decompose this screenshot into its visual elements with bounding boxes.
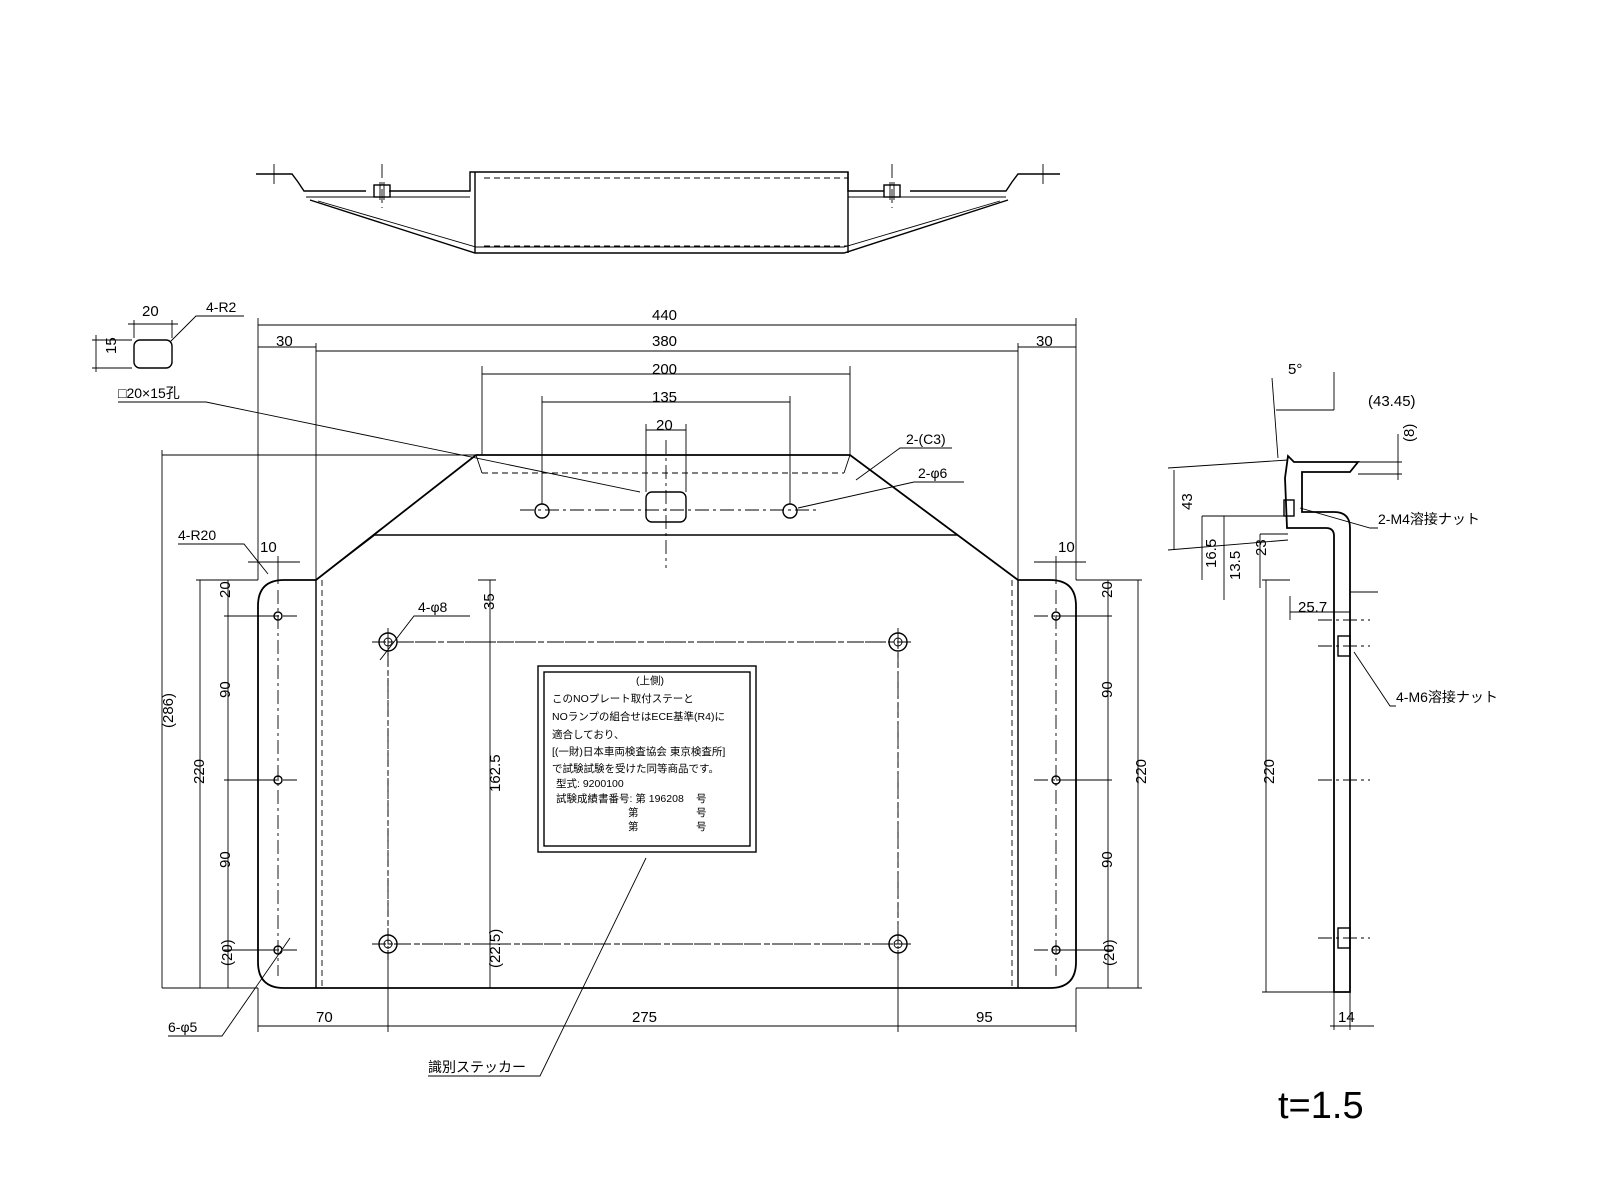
sticker-line-0: (上側)	[636, 674, 664, 687]
dim-hole-pitch: 135	[652, 389, 677, 406]
thickness-label: t=1.5	[1278, 1085, 1364, 1127]
dim-35: 35	[481, 593, 498, 610]
sticker-line-9a: 第	[628, 820, 639, 833]
dim-bottom-95: 95	[976, 1009, 993, 1026]
dim-flange-right: 10	[1058, 539, 1075, 556]
side-d8: (8)	[1401, 424, 1418, 442]
dim-bottom-275: 275	[632, 1009, 657, 1026]
dim-left-20: 20	[217, 581, 234, 598]
slot-detail: 20 15 4-R2 □20×15孔	[92, 299, 641, 493]
sticker-line-7a: 試験成績書番号: 第 196208	[556, 792, 684, 805]
sticker-line-1: このNOプレート取付ステーと	[552, 692, 694, 705]
side-view: 5° (43.45) (8) 43 16.5 13.5 23 2-M4溶接ナット…	[1167, 361, 1498, 1030]
dim-22: (22.5)	[487, 929, 504, 968]
top-view	[256, 164, 1060, 254]
dim-side-right: 30	[1036, 333, 1053, 350]
slot-hole-label: □20×15孔	[118, 385, 180, 401]
side-d165: 16.5	[1203, 539, 1220, 568]
sticker-line-5: で試験試験を受けた同等商品です。	[552, 762, 719, 775]
detail-width: 20	[142, 303, 159, 320]
sticker-line-6: 型式: 9200100	[556, 777, 624, 790]
phi6-label: 2-φ6	[918, 465, 948, 481]
sticker-line-8a: 第	[628, 806, 639, 819]
detail-radius: 4-R2	[206, 299, 237, 315]
sticker-callout-label: 識別ステッカー	[428, 1059, 526, 1075]
dim-bottom-70: 70	[316, 1009, 333, 1026]
dim-side-left: 30	[276, 333, 293, 350]
sticker-line-8b: 号	[696, 807, 707, 819]
dim-left-90b: 90	[217, 851, 234, 868]
dim-center-width: 380	[652, 333, 677, 350]
side-d14: 14	[1338, 1009, 1355, 1026]
side-d135: 13.5	[1227, 551, 1244, 580]
dim-left-20b: (20)	[219, 939, 236, 966]
side-d220: 220	[1261, 759, 1278, 784]
sticker-line-3: 適合しており、	[552, 728, 624, 741]
m6-nut-label: 4-M6溶接ナット	[1396, 689, 1498, 705]
side-d43: 43	[1179, 493, 1196, 510]
dim-right-220: 220	[1133, 759, 1150, 784]
dim-overall-width: 440	[652, 307, 677, 324]
side-d257: 25.7	[1298, 599, 1327, 616]
corner-radius-label: 4-R20	[178, 527, 216, 543]
side-angle: 5°	[1288, 361, 1302, 378]
detail-height: 15	[103, 337, 120, 354]
dim-left-220: 220	[191, 759, 208, 784]
sticker-line-2: NOランプの組合せはECE基準(R4)に	[552, 710, 725, 723]
dim-162: 162.5	[487, 754, 504, 792]
m4-nut-label: 2-M4溶接ナット	[1378, 511, 1480, 527]
dim-top-width: 200	[652, 361, 677, 378]
dim-height-ref: (286)	[160, 693, 177, 728]
sticker-line-9b: 号	[696, 821, 707, 833]
dim-slot-width: 20	[656, 417, 673, 434]
side-depth: (43.45)	[1368, 393, 1416, 410]
chamfer-label: 2-(C3)	[906, 431, 946, 447]
side-d23: 23	[1253, 539, 1270, 556]
sticker-line-7b: 号	[696, 793, 707, 805]
dim-right-90b: 90	[1099, 851, 1116, 868]
dim-flange-left: 10	[260, 539, 277, 556]
identification-sticker: (上側) このNOプレート取付ステーと NOランプの組合せはECE基準(R4)に…	[552, 674, 725, 833]
dim-left-90a: 90	[217, 681, 234, 698]
dim-right-20b: (20)	[1101, 939, 1118, 966]
phi5-label: 6-φ5	[168, 1019, 198, 1035]
dim-right-20: 20	[1099, 581, 1116, 598]
phi8-label: 4-φ8	[418, 599, 448, 615]
dim-right-90a: 90	[1099, 681, 1116, 698]
m6-nut-marks	[378, 632, 908, 954]
phi5-holes	[273, 611, 1061, 955]
sticker-line-4: [(一財)日本車両検査協会 東京検査所]	[552, 745, 725, 758]
front-view: (上側) このNOプレート取付ステーと NOランプの組合せはECE基準(R4)に…	[160, 307, 1150, 1077]
